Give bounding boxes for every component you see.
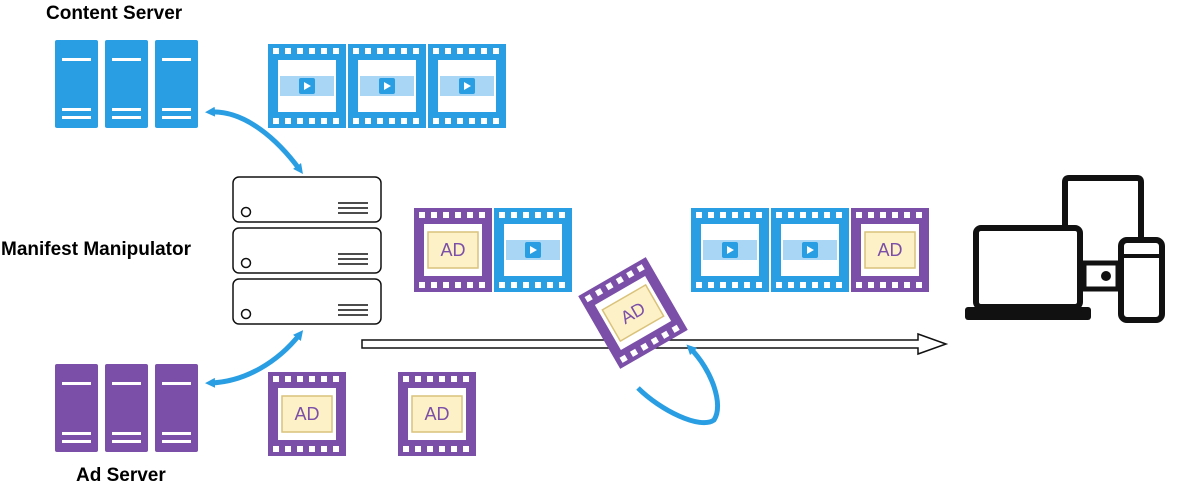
ad-insert-loop-arrow xyxy=(636,344,720,426)
play-icon xyxy=(299,78,315,94)
ad-frame: AD xyxy=(268,372,346,456)
ad-frame: AD xyxy=(398,372,476,456)
content-server-label: Content Server xyxy=(46,3,183,24)
play-icon xyxy=(379,78,395,94)
content-frame xyxy=(494,208,572,292)
ad-server-icon xyxy=(55,364,198,452)
manifest-manipulator-label: Manifest Manipulator xyxy=(1,239,192,260)
play-icon xyxy=(525,242,541,258)
content-frame xyxy=(691,208,769,292)
content-frame xyxy=(268,44,346,128)
ad-link-arrow xyxy=(205,330,304,388)
ad-text: AD xyxy=(440,240,465,260)
devices-icon xyxy=(965,175,1165,323)
server-rack-icon xyxy=(155,40,198,128)
ad-text: AD xyxy=(877,240,902,260)
phone-icon xyxy=(1118,237,1165,323)
content-frame xyxy=(771,208,849,292)
play-icon xyxy=(459,78,475,94)
server-rack-icon xyxy=(105,364,148,452)
ad-frame: AD xyxy=(414,208,492,292)
ad-frame: AD xyxy=(851,208,929,292)
server-rack-icon xyxy=(55,364,98,452)
content-server-icon xyxy=(55,40,198,128)
server-rack-icon xyxy=(55,40,98,128)
content-frame xyxy=(348,44,426,128)
server-rack-icon xyxy=(155,364,198,452)
ad-text: AD xyxy=(424,404,449,424)
laptop-icon xyxy=(965,225,1091,320)
play-icon xyxy=(722,242,738,258)
content-link-arrow xyxy=(205,106,303,175)
ad-text: AD xyxy=(294,404,319,424)
content-frame xyxy=(428,44,506,128)
manifest-manipulator-icon xyxy=(232,176,382,325)
ad-server-label: Ad Server xyxy=(76,465,166,486)
ad-frame: AD xyxy=(578,257,688,369)
play-icon xyxy=(802,242,818,258)
server-rack-icon xyxy=(105,40,148,128)
